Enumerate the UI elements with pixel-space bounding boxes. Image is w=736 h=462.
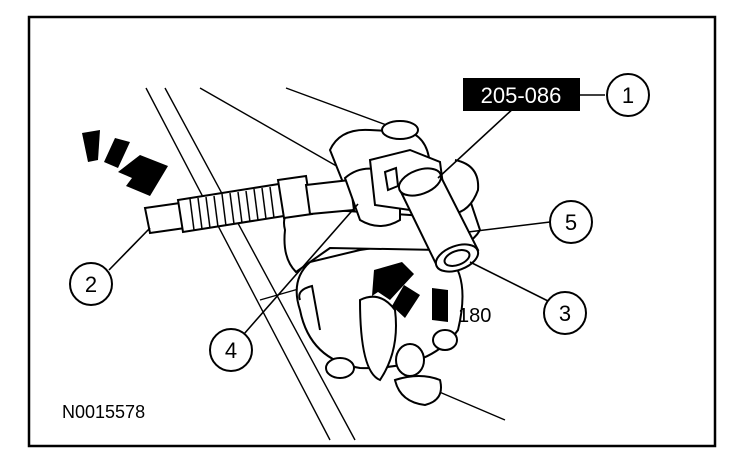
forcing-screw	[143, 174, 356, 235]
callout-1: 1	[606, 73, 650, 117]
force-arrows	[82, 130, 448, 322]
callout-5: 5	[549, 200, 593, 244]
callout-3: 3	[543, 291, 587, 335]
adapter-tube	[397, 167, 480, 273]
callout-3-label: 3	[559, 301, 571, 326]
arrow-left-head	[118, 155, 168, 196]
callout-4: 4	[209, 328, 253, 372]
force-label: 180	[458, 305, 491, 327]
diagram-frame	[27, 15, 717, 448]
arrow-left-a	[82, 130, 100, 162]
figure-id: N0015578	[62, 402, 145, 422]
leader-lines	[108, 94, 605, 335]
housing	[295, 245, 464, 407]
callout-1-label: 1	[622, 83, 634, 108]
arrow-right-head	[372, 262, 414, 300]
background-rails	[145, 87, 506, 441]
tool-number-box	[463, 78, 580, 111]
callout-2: 2	[69, 262, 113, 306]
callout-4-label: 4	[225, 338, 237, 363]
callout-2-label: 2	[85, 272, 97, 297]
callout-5-label: 5	[565, 210, 577, 235]
tool-number: 205-086	[481, 83, 562, 108]
arrow-right-a	[432, 288, 448, 322]
arrow-left-b	[104, 138, 130, 168]
arrow-right-b	[392, 285, 420, 318]
